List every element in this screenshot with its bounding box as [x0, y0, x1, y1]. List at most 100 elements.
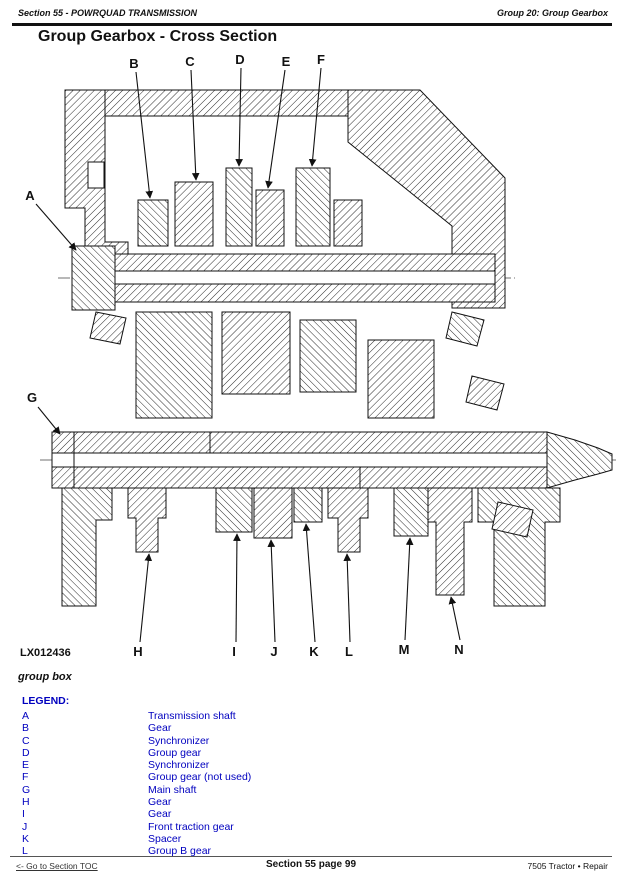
gear-i	[215, 487, 253, 533]
leader-line-a	[35, 203, 77, 251]
bearing-bottom-right	[491, 501, 534, 538]
callout-letter-b: B	[129, 56, 138, 71]
leader-line-i	[233, 533, 241, 643]
bearing-left	[89, 311, 127, 345]
legend-label: Spacer	[148, 832, 182, 845]
leader-lines	[35, 67, 461, 643]
synchronizer-c	[174, 181, 214, 247]
header-rule	[12, 23, 612, 26]
housing-bottom-left	[61, 487, 113, 607]
leader-line-g	[37, 406, 61, 435]
legend-key: E	[22, 759, 30, 772]
legend-title: LEGEND:	[22, 695, 70, 707]
legend-label: Group gear (not used)	[148, 771, 252, 784]
cross-section-figure: A B C D E F G H I J K L M N LX012436	[0, 50, 622, 665]
leader-line-k	[302, 523, 316, 643]
legend-label: Transmission shaft	[148, 710, 236, 722]
legend-row: E Synchronizer	[22, 759, 251, 771]
spacer-k	[293, 487, 323, 523]
legend-label: Synchronizer	[148, 734, 210, 747]
toc-link[interactable]: <- Go to Section TOC	[16, 861, 98, 871]
bearing-right-lower	[465, 375, 505, 411]
legend-key: C	[22, 734, 30, 747]
callout-letter-d: D	[235, 52, 244, 67]
legend-row: C Synchronizer	[22, 735, 251, 747]
callout-letter-e: E	[282, 54, 291, 69]
footer-rule	[10, 856, 612, 857]
legend-label: Main shaft	[148, 783, 197, 796]
callout-letter-g: G	[27, 390, 37, 405]
legend-row: D Group gear	[22, 747, 251, 759]
output-spline	[546, 431, 613, 489]
leader-line-m	[404, 537, 414, 641]
callout-letter-l: L	[345, 644, 353, 659]
synchronizer-e	[255, 189, 285, 247]
leader-line-d	[235, 67, 243, 167]
figure-id-label: LX012436	[20, 647, 71, 659]
leader-line-h	[139, 553, 153, 643]
footer-document-title: 7505 Tractor • Repair	[527, 861, 608, 871]
legend-row: G Main shaft	[22, 784, 251, 796]
gear-m	[393, 487, 429, 537]
callout-letters: A B C D E F G H I J K L M N LX012436	[20, 52, 464, 659]
legend-key: A	[22, 710, 30, 722]
callout-letter-c: C	[185, 54, 195, 69]
legend-label: Gear	[148, 722, 172, 735]
legend-key: F	[22, 771, 29, 784]
leader-line-l	[343, 553, 352, 643]
legend-label: Gear	[148, 808, 172, 821]
legend-row: K Spacer	[22, 833, 251, 845]
front-traction-gear-j	[253, 487, 293, 539]
figure-caption: group box	[18, 671, 72, 683]
leader-line-n	[448, 596, 461, 641]
group-gear-f	[295, 167, 331, 247]
legend-label: Synchronizer	[148, 759, 210, 772]
header-section-title: Section 55 - POWRQUAD TRANSMISSION	[18, 8, 198, 18]
legend-label: Gear	[148, 796, 172, 809]
group-b-gear-l	[327, 487, 369, 553]
legend-row: H Gear	[22, 796, 251, 808]
leader-line-e	[265, 69, 286, 189]
legend-key: H	[22, 796, 30, 809]
callout-letter-i: I	[232, 644, 236, 659]
leader-line-c	[190, 69, 200, 181]
gear-b	[137, 199, 169, 247]
legend-key: K	[22, 832, 30, 845]
footer-page-number: Section 55 page 99	[265, 859, 357, 870]
legend-key: D	[22, 746, 30, 759]
legend-key: L	[22, 845, 28, 858]
legend-key: G	[22, 783, 31, 796]
legend-key: J	[22, 820, 28, 833]
lower-gear-cluster	[61, 487, 561, 607]
gearbox-cross-section-svg: A B C D E F G H I J K L M N LX012436	[20, 52, 616, 659]
legend-row: F Group gear (not used)	[22, 771, 251, 783]
legend-row: B Gear	[22, 722, 251, 734]
legend-row: L Group B gear	[22, 845, 251, 857]
gear-n	[427, 487, 473, 596]
mid-gear-cluster	[89, 311, 505, 419]
housing-bottom-right	[477, 487, 561, 607]
callout-letter-f: F	[317, 52, 325, 67]
callout-letter-k: K	[309, 644, 319, 659]
legend-key: B	[22, 722, 30, 735]
leader-line-f	[308, 67, 322, 167]
legend-label: Group gear	[148, 746, 202, 759]
gear-h	[127, 487, 167, 553]
leader-line-b	[135, 71, 154, 199]
callout-letter-m: M	[399, 642, 410, 657]
page-title: Group Gearbox - Cross Section	[38, 28, 278, 45]
leader-line-j	[267, 539, 276, 643]
callout-letter-a: A	[25, 188, 35, 203]
upper-gear-cluster	[137, 167, 363, 247]
callout-letter-h: H	[133, 644, 142, 659]
group-gear-d	[225, 167, 253, 247]
transmission-shaft	[71, 245, 496, 311]
header-group-title: Group 20: Group Gearbox	[496, 8, 608, 18]
callout-letter-j: J	[270, 644, 277, 659]
legend-label: Group B gear	[148, 845, 212, 858]
bearing-right-upper	[445, 311, 485, 347]
